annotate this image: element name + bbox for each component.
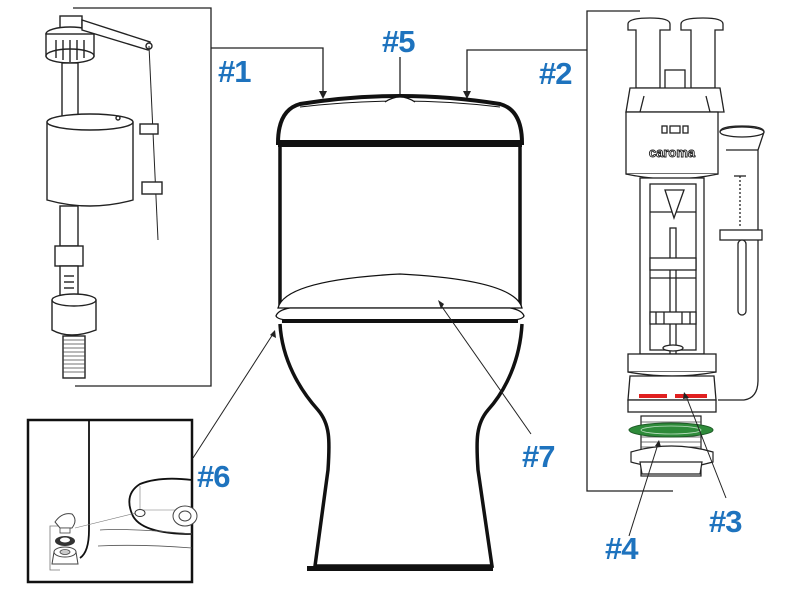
bolt-kit-inset xyxy=(26,418,198,584)
brand-label: caroma xyxy=(649,145,696,160)
callout-2-flush-valve[interactable]: #2 xyxy=(539,56,572,91)
callout-5-push-button[interactable]: #5 xyxy=(382,24,415,59)
flush-valve-drawing xyxy=(625,17,765,413)
inlet-valve-thread xyxy=(63,339,85,373)
arrowhead-3 xyxy=(683,392,689,399)
arrowhead-7 xyxy=(438,300,444,309)
flush-valve-bracket xyxy=(466,10,673,492)
leader-7 xyxy=(439,303,532,435)
base-nut xyxy=(630,445,714,475)
callout-3-flush-seal[interactable]: #3 xyxy=(709,504,742,539)
toilet-drawing xyxy=(275,94,525,571)
inlet-valve-bracket xyxy=(73,7,324,387)
callout-1-inlet-valve[interactable]: #1 xyxy=(218,54,251,89)
callout-7-seat[interactable]: #7 xyxy=(522,439,555,474)
leader-4 xyxy=(628,443,659,537)
base-washer-highlight xyxy=(628,422,714,438)
callout-4-base-washer[interactable]: #4 xyxy=(605,531,638,566)
leader-6 xyxy=(192,333,274,459)
arrowhead-2 xyxy=(463,91,471,99)
inlet-valve-drawing xyxy=(45,15,163,379)
arrowhead-4 xyxy=(655,440,661,447)
arrowhead-1 xyxy=(319,91,327,99)
callout-6-bolt-kit[interactable]: #6 xyxy=(197,459,230,494)
leader-3 xyxy=(685,395,727,499)
arrowhead-6 xyxy=(270,330,276,338)
flush-seal-highlight xyxy=(639,394,707,398)
